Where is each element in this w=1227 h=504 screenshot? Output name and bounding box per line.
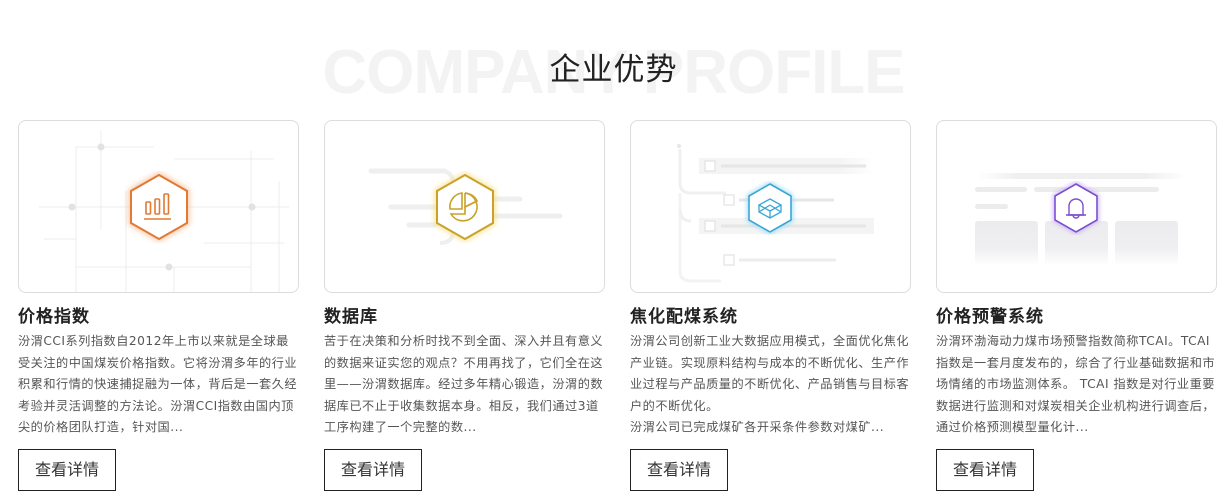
view-details-button[interactable]: 查看详情 — [630, 449, 728, 491]
view-details-button[interactable]: 查看详情 — [18, 449, 116, 491]
card-database: 数据库 苦于在决策和分析时找不到全面、深入并且有意义的数据来证实您的观点？不用再… — [324, 120, 605, 491]
pie-chart-icon — [435, 172, 495, 242]
card-description: 汾渭CCI系列指数自2012年上市以来就是全球最受关注的中国煤炭价格指数。它将汾… — [18, 334, 298, 434]
card-description-line: 汾渭公司已完成煤矿各开采条件参数对煤矿... — [630, 420, 885, 434]
card-price-alert: 价格预警系统 汾渭环渤海动力煤市场预警指数简称TCAI。TCAI 指数是一套月度… — [936, 120, 1217, 491]
card-description: 汾渭公司创新工业大数据应用模式，全面优化焦化产业链。实现原料结构与成本的不断优化… — [630, 331, 911, 439]
card-title: 价格预警系统 — [936, 307, 1044, 327]
section-bg-title: COMPANY PROFILE — [322, 38, 905, 107]
section-title: 企业优势 — [549, 52, 678, 88]
data-lines-decoration — [332, 168, 603, 246]
file-tree-decoration — [677, 144, 874, 283]
card-image — [18, 120, 299, 293]
card-coking-blend: 焦化配煤系统 汾渭公司创新工业大数据应用模式，全面优化焦化产业链。实现原料结构与… — [630, 120, 911, 491]
card-title: 数据库 — [324, 307, 378, 327]
card-image — [324, 120, 605, 293]
card-image — [630, 120, 911, 293]
card-title: 焦化配煤系统 — [630, 307, 738, 327]
section-header: COMPANY PROFILE 企业优势 — [0, 38, 1227, 108]
bar-chart-icon — [129, 172, 189, 242]
card-description: 汾渭环渤海动力煤市场预警指数简称TCAI。TCAI 指数是一套月度发布的，综合了… — [936, 334, 1216, 434]
card-description: 苦于在决策和分析时找不到全面、深入并且有意义的数据来证实您的观点？不用再找了，它… — [324, 334, 604, 434]
circuit-lines-decoration — [39, 131, 289, 292]
cube-icon — [747, 181, 793, 235]
view-details-button[interactable]: 查看详情 — [324, 449, 422, 491]
card-price-index: 价格指数 汾渭CCI系列指数自2012年上市以来就是全球最受关注的中国煤炭价格指… — [18, 120, 299, 491]
card-image — [936, 120, 1217, 293]
bell-icon — [1053, 181, 1099, 235]
card-title: 价格指数 — [18, 307, 90, 327]
view-details-button[interactable]: 查看详情 — [936, 449, 1034, 491]
dashboard-decoration — [975, 173, 1187, 266]
card-description-line: 汾渭公司创新工业大数据应用模式，全面优化焦化产业链。实现原料结构与成本的不断优化… — [630, 334, 910, 413]
